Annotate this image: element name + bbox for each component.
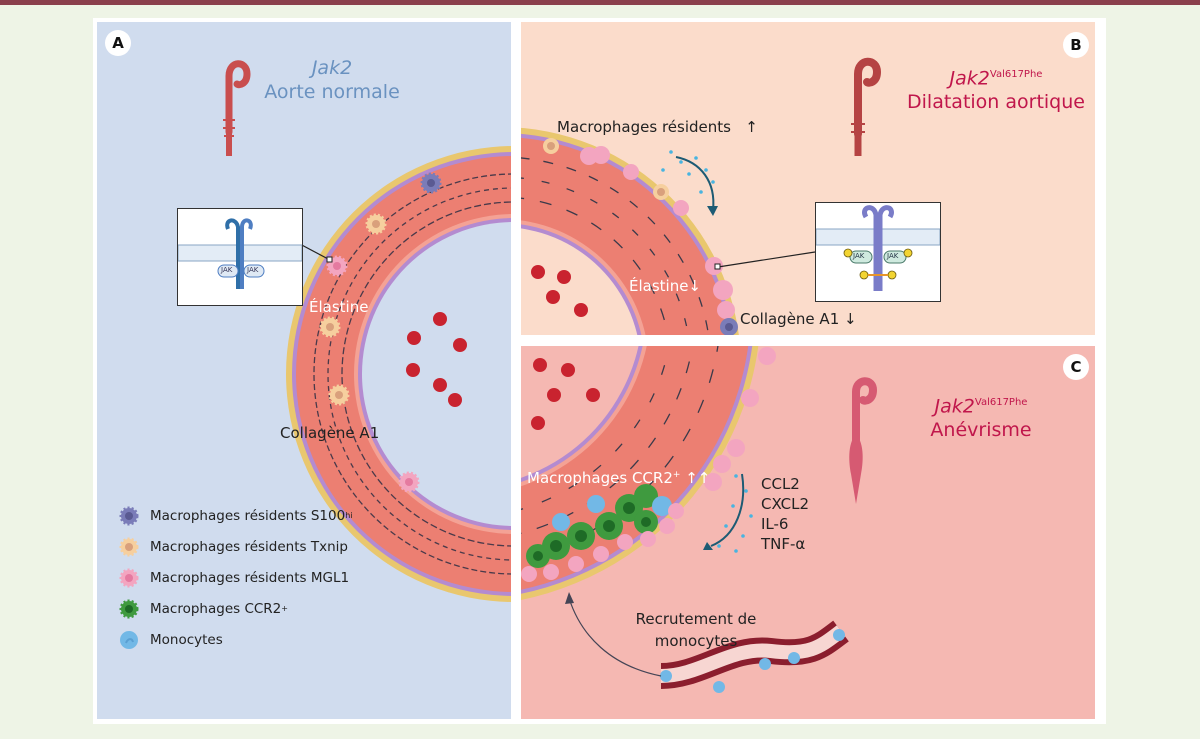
legend-item-ccr2: Macrophages CCR2+ [118,593,352,624]
red-blood-cells [406,312,467,407]
panel-a-badge: A [105,30,131,56]
monocyte-icon [120,630,138,649]
increase-arrows: ↑↑ [685,469,711,487]
blood-vessel-with-monocytes [660,620,849,693]
cytokine-list: CCL2 CXCL2 IL-6 TNF-α [761,474,809,554]
aorta-icon [223,60,251,156]
panel-b-gene: Jak2 [949,67,990,90]
mgl1-macrophage-icon [119,568,139,587]
panel-c-gene-variant: Val617Phe [974,397,1028,408]
red-blood-cells [531,358,600,430]
wall-macrophages [319,172,442,493]
legend-item-mgl1: Macrophages résidents MGL1 [118,562,352,593]
recruitment-arrow [568,597,662,677]
cytokine-item: CCL2 [761,475,800,493]
legend-item-txnip: Macrophages résidents Txnip [118,531,352,562]
jak-receptor-diagram [177,218,303,289]
jak-label-left: JAK [853,252,865,260]
aneurysm-aorta-icon [849,377,878,504]
panel-b-receptor-inset: JAK JAK [815,202,941,302]
cytokine-item: IL-6 [761,515,789,533]
panel-a-artwork [223,60,511,602]
panel-c-subtitle: Anévrisme [930,419,1032,442]
curved-arrow [710,473,745,547]
cytokine-particles [717,474,753,553]
inset-leader-line [297,242,331,261]
legend-item-monocytes: Monocytes [118,624,352,655]
wall-macrophages [543,138,738,335]
ccr2-macrophages-label: Macrophages CCR2+ ↑↑ [527,469,711,487]
jak-label-right: JAK [887,252,899,260]
jak-label-right: JAK [247,266,259,274]
panel-a-receptor-inset: JAK JAK [177,208,303,306]
ccr2-macrophage-cluster [521,484,684,582]
panel-a-subtitle: Aorte normale [264,81,400,103]
top-border-bar [0,0,1200,5]
increase-arrow: ↑ [745,118,758,136]
panel-b-subtitle: Dilatation aortique [907,91,1085,114]
panel-a-gene: Jak2 [311,57,353,79]
s100hi-macrophage-icon [119,506,139,525]
panel-b-artwork [521,57,882,335]
aorta-icon [851,57,882,156]
cytokine-particles [661,150,715,194]
collagen-decrease-label: Collagène A1 ↓ [740,310,857,328]
curved-arrow [675,156,715,211]
panel-c-gene: Jak2 [934,395,975,418]
collagen-label: Collagène A1 [280,424,380,442]
cytokine-item: CXCL2 [761,495,810,513]
jak-label-left: JAK [221,266,233,274]
monocyte-recruitment-label: Recrutement de monocytes [635,610,757,650]
resident-macrophages-label: Macrophages résidents ↑ [557,118,758,136]
lumen [362,222,511,526]
red-blood-cells [531,265,588,317]
inset-leader-line [717,251,816,268]
panel-c-title: Jak2Val617Phe Anévrisme [906,391,1056,442]
ccr2-macrophage-icon [119,599,139,618]
wall-macrophages [704,347,776,491]
panel-b-gene-variant: Val617Phe [989,69,1043,80]
panel-a-normal-aorta: A Jak2 Aorte normale JAK JAK Élastine Co… [97,22,511,719]
panel-b-title: Jak2Val617Phe Dilatation aortique [901,63,1091,114]
elastin-decrease-label: Élastine↓ [629,277,702,295]
panel-c-aneurysm: C Jak2Val617Phe Anévrisme Macrophages CC… [521,346,1095,719]
panel-b-aortic-dilation: B Jak2Val617Phe Dilatation aortique Macr… [521,22,1095,335]
txnip-macrophage-icon [119,537,139,556]
aorta-cross-section [521,127,739,335]
cytokine-item: TNF-α [761,535,806,553]
panel-c-artwork [521,346,878,693]
panel-c-badge: C [1063,354,1089,380]
elastin-label: Élastine [309,298,369,316]
jak-receptor-diagram-phosphorylated [815,205,941,291]
panel-b-badge: B [1063,32,1089,58]
panel-a-title: Jak2 Aorte normale [252,56,412,104]
